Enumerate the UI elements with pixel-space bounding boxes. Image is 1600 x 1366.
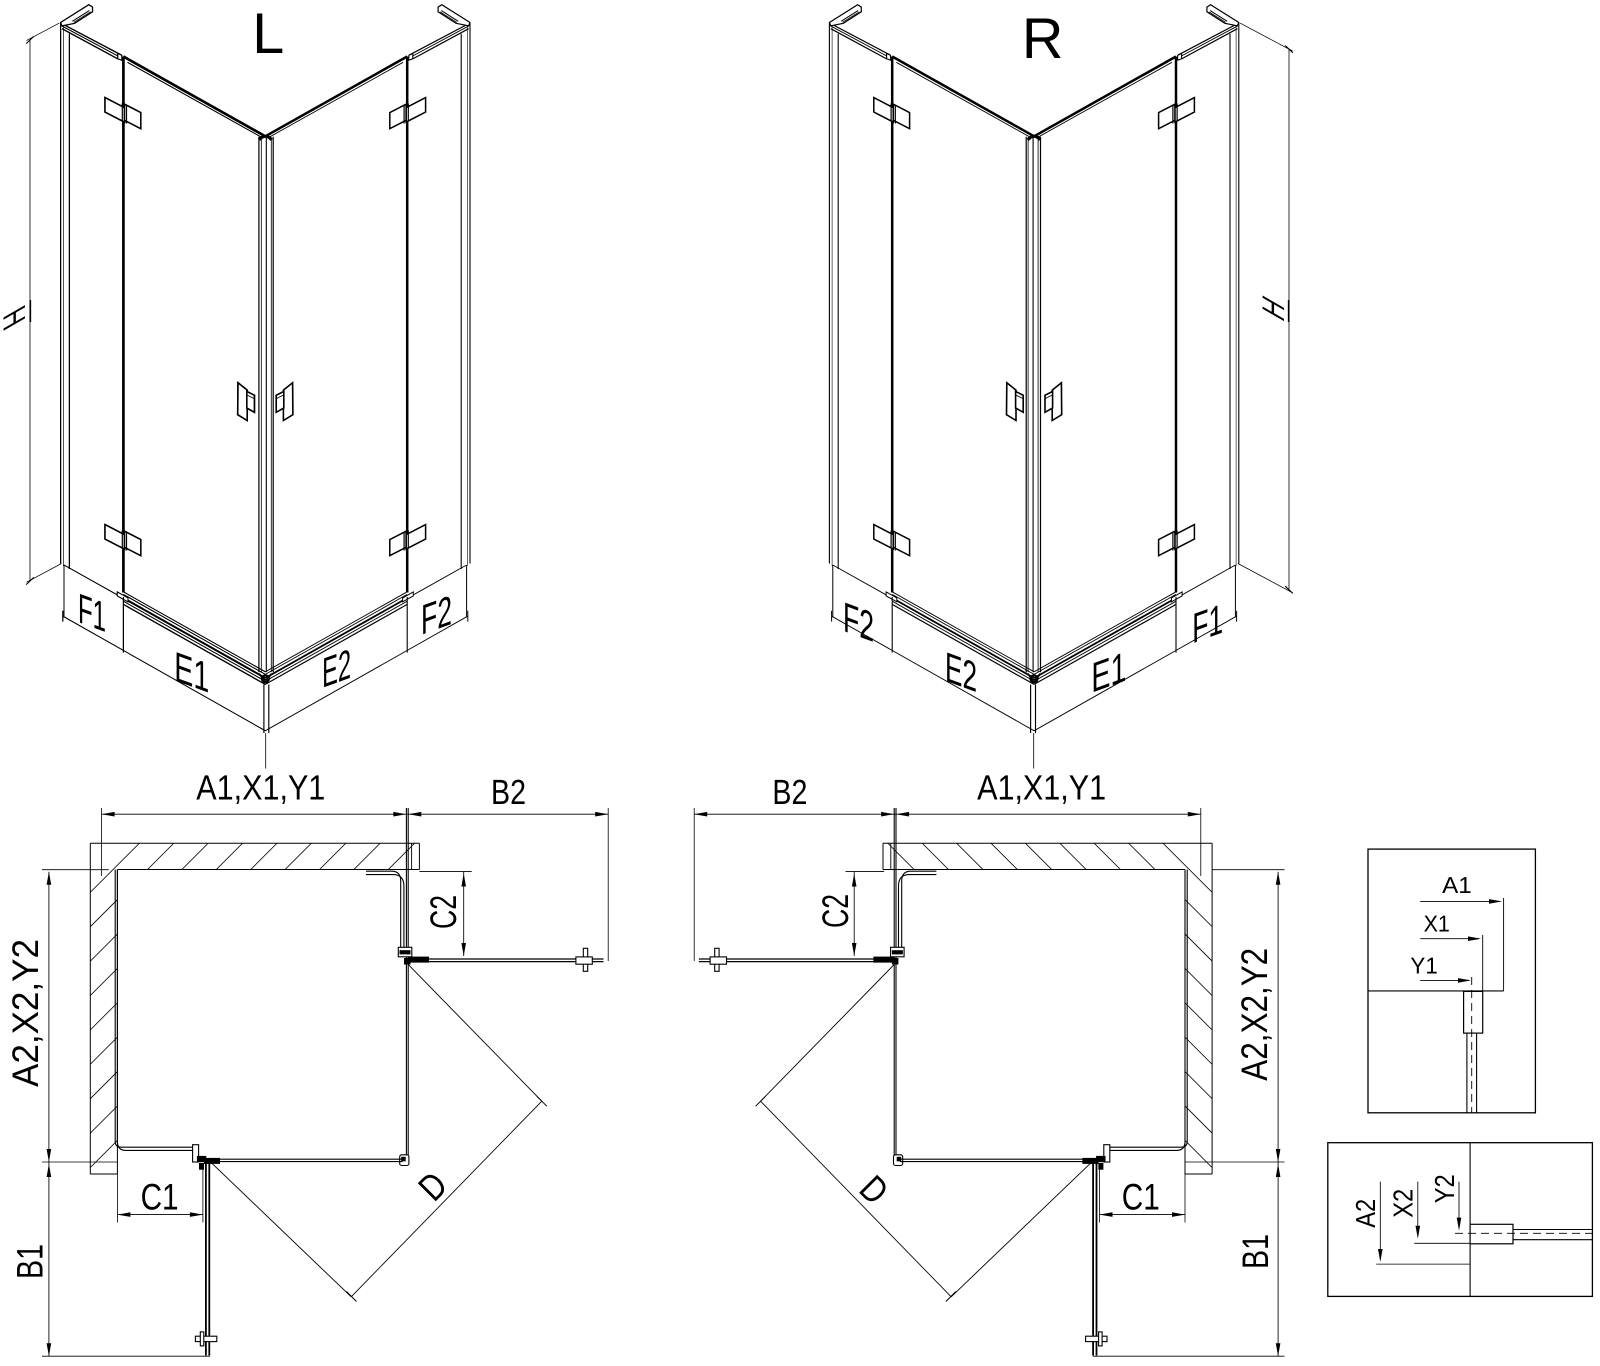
svg-text:C2: C2 [815, 894, 856, 928]
svg-text:B2: B2 [772, 773, 807, 812]
svg-text:C1: C1 [1122, 1177, 1160, 1218]
svg-text:A1,X1,Y1: A1,X1,Y1 [977, 769, 1106, 808]
svg-text:Y1: Y1 [1410, 952, 1437, 978]
svg-text:A1: A1 [1442, 872, 1472, 898]
svg-text:F2: F2 [421, 586, 452, 644]
svg-text:B1: B1 [9, 1244, 50, 1279]
svg-text:A2,X2,Y2: A2,X2,Y2 [1234, 948, 1275, 1081]
svg-text:B2: B2 [491, 773, 526, 812]
svg-text:R: R [1022, 7, 1064, 71]
svg-text:A1,X1,Y1: A1,X1,Y1 [196, 769, 325, 808]
svg-text:E2: E2 [945, 643, 977, 702]
svg-text:F2: F2 [843, 593, 874, 651]
svg-text:Y2: Y2 [1429, 1174, 1460, 1203]
svg-text:E2: E2 [322, 639, 351, 697]
svg-text:A2: A2 [1350, 1199, 1381, 1228]
svg-text:X2: X2 [1387, 1189, 1418, 1218]
svg-text:F1: F1 [78, 584, 106, 641]
svg-text:F1: F1 [1192, 594, 1223, 652]
svg-text:X1: X1 [1424, 911, 1450, 937]
svg-text:C2: C2 [423, 895, 464, 929]
svg-text:L: L [252, 2, 284, 66]
svg-text:B1: B1 [1235, 1234, 1276, 1269]
svg-text:A2,X2,Y2: A2,X2,Y2 [5, 939, 46, 1087]
svg-text:C1: C1 [141, 1177, 179, 1218]
